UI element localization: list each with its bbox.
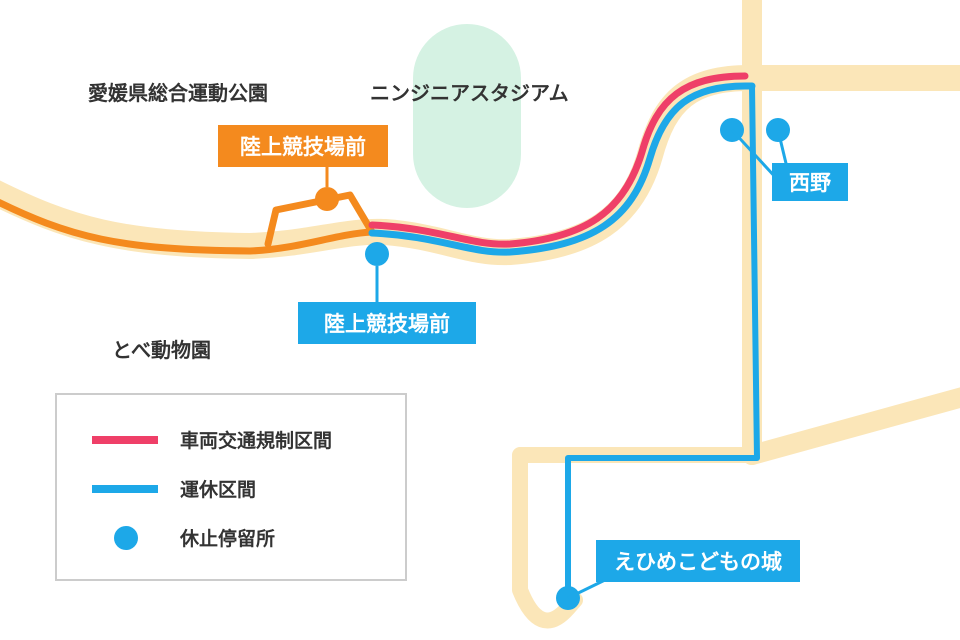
place-zoo: とべ動物園: [112, 338, 211, 362]
suspended-route-south: [565, 83, 760, 601]
road-diagonal: [742, 387, 960, 465]
stop-label-rikujo-orange[interactable]: 陸上競技場前: [218, 125, 388, 167]
stop-label-nishino[interactable]: 西野: [772, 163, 848, 201]
stop-rikujo-blue[interactable]: [365, 242, 389, 266]
stadium-area: [413, 24, 521, 208]
stop-label-rikujo-blue[interactable]: 陸上競技場前: [298, 302, 476, 344]
legend-stop-swatch: [114, 526, 138, 550]
stop-label-text: 陸上競技場前: [240, 135, 366, 159]
regulation-route: [368, 72, 749, 248]
stop-rikujo-orange[interactable]: [315, 187, 339, 211]
bus-route: [0, 191, 376, 255]
stop-label-text: えひめこどもの城: [614, 550, 782, 574]
road-loop: [512, 447, 760, 629]
legend-suspended-label: 運休区間: [180, 479, 256, 501]
bus-route-loop: [264, 191, 376, 248]
place-stadium: ニンジニアスタジアム: [370, 81, 569, 105]
suspended-route-curve: [368, 82, 756, 256]
leader-nishino-1: [730, 128, 780, 182]
place-park: 愛媛県総合運動公園: [88, 81, 268, 105]
legend-regulation-label: 車両交通規制区間: [180, 429, 332, 452]
leader-kodomo: [567, 578, 606, 600]
stop-label-text: 西野: [789, 171, 831, 195]
stop-label-text: 陸上競技場前: [324, 312, 450, 336]
bus-route-main: [0, 199, 376, 255]
legend: 車両交通規制区間 運休区間 休止停留所: [55, 393, 407, 581]
suspended-route: [368, 82, 760, 601]
legend-stop-label: 休止停留所: [179, 527, 275, 550]
stop-label-kodomo[interactable]: えひめこどもの城: [596, 540, 800, 582]
